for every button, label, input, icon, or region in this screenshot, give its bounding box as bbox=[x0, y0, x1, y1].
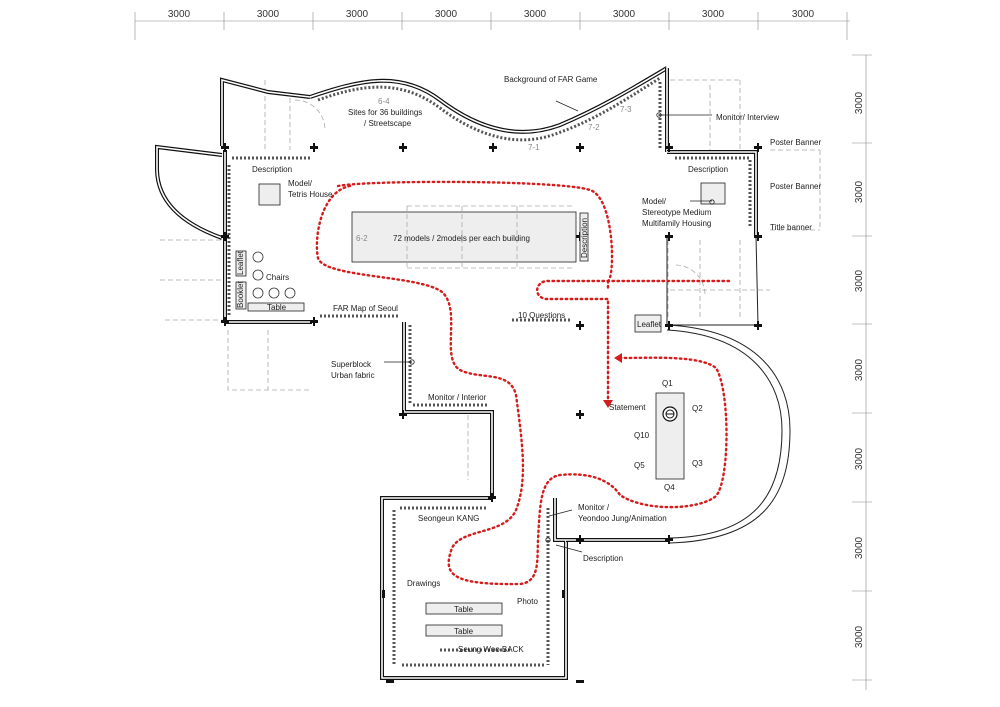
dim-right-7: 3000 bbox=[854, 625, 865, 648]
dim-right-6: 3000 bbox=[854, 536, 865, 559]
label-table-left: Table bbox=[267, 303, 287, 312]
leaflet-stand-left bbox=[235, 250, 247, 277]
label-seungwoo: Seung Woo BACK bbox=[458, 645, 524, 654]
label-drawings: Drawings bbox=[407, 579, 440, 588]
label-description-bottom: Description bbox=[583, 554, 623, 563]
booklet-stand bbox=[235, 281, 247, 310]
leaflet-stand-right bbox=[634, 314, 662, 333]
label-description-right: Description bbox=[688, 165, 728, 174]
route-arrow-left bbox=[614, 353, 622, 363]
chair-3 bbox=[252, 287, 264, 299]
label-sites-2: / Streetscape bbox=[364, 119, 412, 128]
label-leaflet-right: Leaflet bbox=[637, 320, 662, 329]
label-table-b1: Table bbox=[454, 605, 474, 614]
dim-right-2: 3000 bbox=[854, 180, 865, 203]
route-main bbox=[336, 180, 731, 402]
label-code-7-1: 7-1 bbox=[528, 143, 540, 152]
label-far-map: FAR Map of Seoul bbox=[333, 304, 398, 313]
model-tetris-box bbox=[258, 183, 281, 206]
dim-top-8: 3000 bbox=[792, 9, 815, 20]
label-q10: Q10 bbox=[634, 431, 650, 440]
dim-top-4: 3000 bbox=[435, 9, 458, 20]
dimension-right: 3000 3000 3000 3000 3000 3000 3000 bbox=[852, 54, 872, 690]
label-sites-1: Sites for 36 buildings bbox=[348, 108, 422, 117]
dim-top-3: 3000 bbox=[346, 9, 369, 20]
labels: Description Model/ Tetris House Leaflet … bbox=[236, 75, 821, 654]
dim-top-5: 3000 bbox=[524, 9, 547, 20]
label-q1: Q1 bbox=[662, 379, 673, 388]
label-model-tetris-1: Model/ bbox=[288, 179, 313, 188]
label-q4: Q4 bbox=[664, 483, 675, 492]
label-statement: Statement bbox=[609, 403, 646, 412]
label-monitor-interior: Monitor / Interior bbox=[428, 393, 487, 402]
label-superblock-2: Urban fabric bbox=[331, 371, 375, 380]
display-hatching bbox=[227, 76, 752, 667]
visitor-route bbox=[315, 180, 731, 586]
dim-right-3: 3000 bbox=[854, 269, 865, 292]
dim-right-5: 3000 bbox=[854, 447, 865, 470]
label-leaflet-left: Leaflet bbox=[236, 250, 245, 275]
chair-1 bbox=[252, 251, 264, 263]
label-background-far: Background of FAR Game bbox=[504, 75, 598, 84]
label-superblock-1: Superblock bbox=[331, 360, 372, 369]
label-model-stereo-2: Stereotype Medium bbox=[642, 208, 712, 217]
label-code-7-2: 7-2 bbox=[588, 123, 600, 132]
chair-2 bbox=[252, 269, 264, 281]
label-photo: Photo bbox=[517, 597, 538, 606]
label-q5: Q5 bbox=[634, 461, 645, 470]
dim-top-7: 3000 bbox=[702, 9, 725, 20]
label-model-stereo-1: Model/ bbox=[642, 197, 667, 206]
table-bottom-1 bbox=[425, 602, 503, 615]
label-code-6-2: 6-2 bbox=[356, 234, 368, 243]
route-west bbox=[315, 184, 728, 586]
description-stand-center bbox=[579, 212, 589, 262]
label-table-b2: Table bbox=[454, 627, 474, 636]
table-bottom-2 bbox=[425, 624, 503, 637]
label-models-72: 72 models / 2models per each building bbox=[393, 234, 530, 243]
dim-right-1: 3000 bbox=[854, 91, 865, 114]
chair-4 bbox=[268, 287, 280, 299]
dim-top-1: 3000 bbox=[168, 9, 191, 20]
exhibits bbox=[235, 112, 726, 637]
dim-top-6: 3000 bbox=[613, 9, 636, 20]
label-monitor-yj-1: Monitor / bbox=[578, 503, 610, 512]
models-table bbox=[351, 211, 577, 263]
dimension-top: 3000 3000 3000 3000 3000 3000 3000 3000 bbox=[134, 9, 850, 40]
questions-column bbox=[655, 392, 685, 480]
label-description-center: Description bbox=[580, 218, 589, 258]
label-monitor-interview: Monitor/ Interview bbox=[716, 113, 779, 122]
label-model-stereo-3: Multifamily Housing bbox=[642, 219, 711, 228]
route-arrow-down bbox=[603, 400, 613, 408]
label-title-banner: Title banner bbox=[770, 223, 812, 232]
label-model-tetris-2: Tetris House bbox=[288, 190, 333, 199]
label-poster-banner-1: Poster Banner bbox=[770, 138, 821, 147]
label-seongeun: Seongeun KANG bbox=[418, 514, 479, 523]
table-left bbox=[247, 302, 305, 312]
label-ten-questions: 10 Questions bbox=[518, 311, 565, 320]
label-q3: Q3 bbox=[692, 459, 703, 468]
leader-lines bbox=[384, 100, 712, 553]
label-monitor-yj-2: Yeondoo Jung/Animation bbox=[578, 514, 667, 523]
label-description-left: Description bbox=[252, 165, 292, 174]
label-poster-banner-2: Poster Banner bbox=[770, 182, 821, 191]
label-sites-code: 6-4 bbox=[378, 97, 390, 106]
column-markers bbox=[221, 143, 762, 683]
chair-5 bbox=[284, 287, 296, 299]
dim-top-2: 3000 bbox=[257, 9, 280, 20]
label-code-7-3: 7-3 bbox=[620, 105, 632, 114]
label-chairs: Chairs bbox=[266, 273, 289, 282]
label-booklet: Booklet bbox=[236, 281, 245, 308]
label-q2: Q2 bbox=[692, 404, 703, 413]
dim-right-4: 3000 bbox=[854, 358, 865, 381]
